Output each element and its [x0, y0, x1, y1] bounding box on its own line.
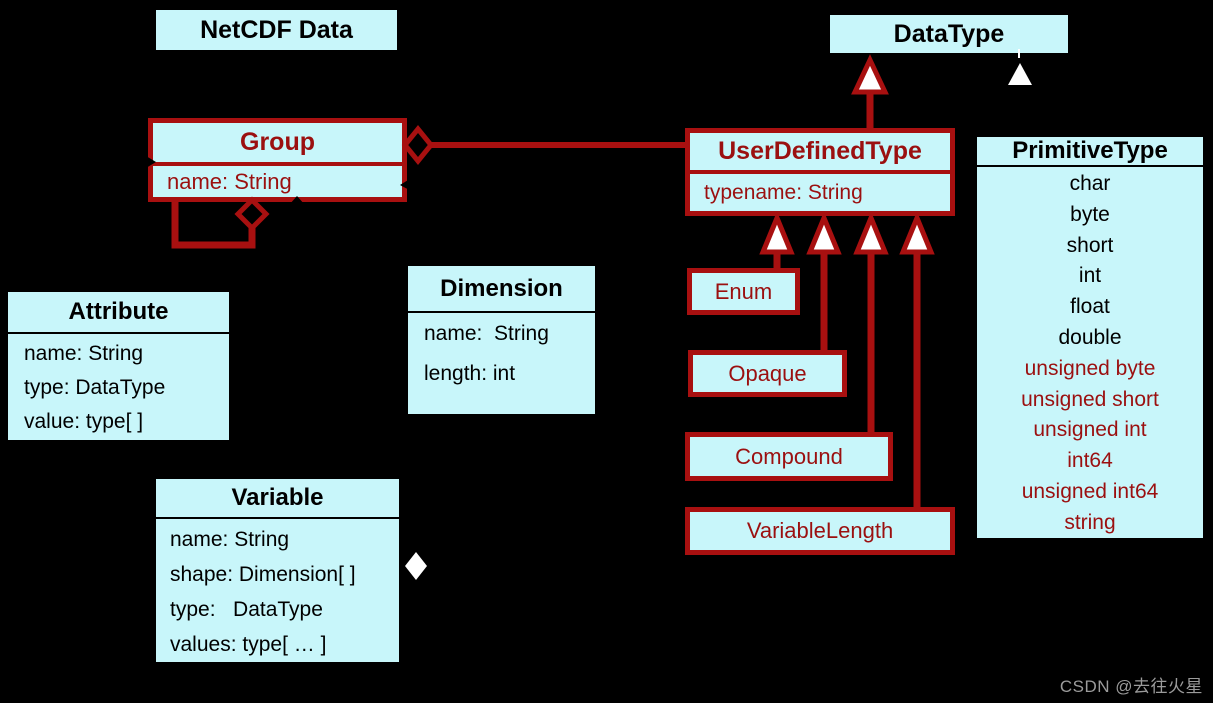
attr-row: type: DataType — [24, 376, 166, 399]
primitive-value: float — [1070, 295, 1110, 319]
attr-row: name: String — [24, 342, 144, 365]
watermark-text: CSDN @去往火星 — [1059, 677, 1203, 696]
variable-attr-list: name: String shape: Dimension[ ] type: D… — [156, 519, 399, 662]
variablelength-udt-triangle-arrowhead-icon — [899, 211, 935, 255]
class-dimension: Dimension name: String length: int — [405, 263, 598, 417]
primitive-value: short — [1066, 233, 1114, 257]
class-group: Group name: String — [148, 118, 407, 202]
primitive-value: int64 — [1067, 449, 1113, 473]
group-self-open-diamond-icon — [234, 196, 270, 232]
attr-row: name: String — [424, 322, 549, 345]
class-primitivetype-title: PrimitiveType — [977, 137, 1203, 167]
primitive-value: unsigned byte — [1024, 356, 1156, 380]
compound-udt-triangle-arrowhead-icon — [853, 211, 889, 255]
attr-row: length: int — [424, 362, 516, 385]
class-attribute-title: Attribute — [8, 292, 229, 334]
class-attribute: Attribute name: String type: DataType va… — [5, 289, 232, 443]
primitive-value: unsigned short — [1021, 387, 1159, 411]
class-opaque-title: Opaque — [728, 360, 807, 386]
class-variablelength-title: VariableLength — [746, 518, 894, 543]
class-group-attr-name: name: String — [167, 168, 292, 194]
primitive-value: unsigned int64 — [1021, 479, 1159, 503]
primitive-value: string — [1064, 510, 1116, 534]
udt-datatype-triangle-arrowhead-icon — [851, 54, 889, 95]
class-userdefinedtype-title: UserDefinedType — [690, 133, 950, 174]
attr-row: values: type[ … ] — [170, 633, 327, 656]
class-datatype-title: DataType — [893, 19, 1005, 48]
primitivetype-value-list: char byte short int float double unsigne… — [977, 167, 1203, 539]
class-dimension-title: Dimension — [408, 266, 595, 313]
primitivetype-datatype-triangle-arrowhead-icon — [1008, 63, 1032, 85]
primitive-value: byte — [1070, 202, 1110, 226]
primitive-value: double — [1058, 325, 1122, 349]
class-variable: Variable name: String shape: Dimension[ … — [153, 476, 402, 665]
class-datatype: DataType — [828, 13, 1070, 55]
group-udt-open-diamond-icon — [401, 125, 435, 165]
primitive-value: char — [1069, 172, 1111, 195]
opaque-udt-triangle-arrowhead-icon — [806, 211, 842, 255]
attr-row: type: DataType — [170, 598, 323, 621]
class-variablelength: VariableLength — [685, 507, 955, 555]
attr-row: name: String — [170, 528, 290, 551]
attribute-attr-list: name: String type: DataType value: type[… — [8, 334, 229, 440]
attr-row: shape: Dimension[ ] — [170, 563, 356, 586]
dimension-attr-list: name: String length: int — [408, 313, 595, 414]
class-enum-title: Enum — [714, 278, 773, 304]
class-netcdf-data-title: NetCDF Data — [200, 15, 353, 44]
class-compound: Compound — [685, 432, 893, 481]
class-compound-title: Compound — [735, 443, 843, 469]
group-self-aggregation-line — [171, 200, 256, 249]
class-netcdf-data: NetCDF Data — [153, 7, 400, 53]
primitive-value: unsigned int — [1033, 418, 1147, 442]
class-userdefinedtype: UserDefinedType typename: String — [685, 128, 955, 216]
primitive-value: int — [1078, 264, 1102, 288]
variable-composition-diamond-icon — [405, 552, 427, 580]
class-enum: Enum — [687, 268, 800, 315]
class-group-title: Group — [153, 123, 402, 166]
class-userdefinedtype-attr-typename: typename: String — [704, 180, 863, 204]
class-variable-title: Variable — [156, 479, 399, 519]
class-primitivetype: PrimitiveType char byte short int float … — [975, 135, 1205, 540]
attr-row: value: type[ ] — [24, 410, 144, 433]
class-opaque: Opaque — [688, 350, 847, 397]
enum-udt-triangle-arrowhead-icon — [759, 211, 795, 255]
